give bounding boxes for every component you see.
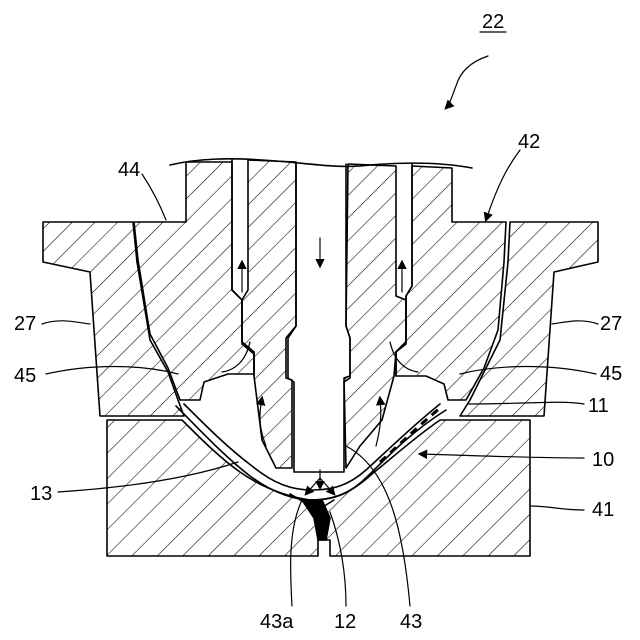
label-43: 43 xyxy=(400,611,422,633)
label-11: 11 xyxy=(588,395,609,417)
label-41: 41 xyxy=(592,499,614,521)
label-43a: 43a xyxy=(260,611,294,633)
leader-27-left xyxy=(42,321,90,324)
label-45-right: 45 xyxy=(600,363,622,385)
leader-41 xyxy=(530,506,584,510)
label-27-right: 27 xyxy=(600,313,622,335)
leader-44 xyxy=(142,174,166,220)
leader-42 xyxy=(486,150,520,220)
leader-22 xyxy=(446,56,488,108)
label-44: 44 xyxy=(118,159,140,181)
flow-arrow-tip-3 xyxy=(320,478,334,494)
leader-27-right xyxy=(552,321,598,324)
injection-nozzle-43-right-wall xyxy=(344,164,406,468)
label-13: 13 xyxy=(30,483,52,505)
label-22: 22 xyxy=(482,11,504,33)
label-12: 12 xyxy=(334,611,356,633)
flow-arrow-tip-2 xyxy=(306,478,320,494)
nozzle-bore xyxy=(288,162,350,472)
label-27-left: 27 xyxy=(14,313,36,335)
label-45-left: 45 xyxy=(14,365,36,387)
injection-nozzle-43-left-wall xyxy=(242,160,296,468)
label-42: 42 xyxy=(518,131,540,153)
label-10: 10 xyxy=(592,449,614,471)
